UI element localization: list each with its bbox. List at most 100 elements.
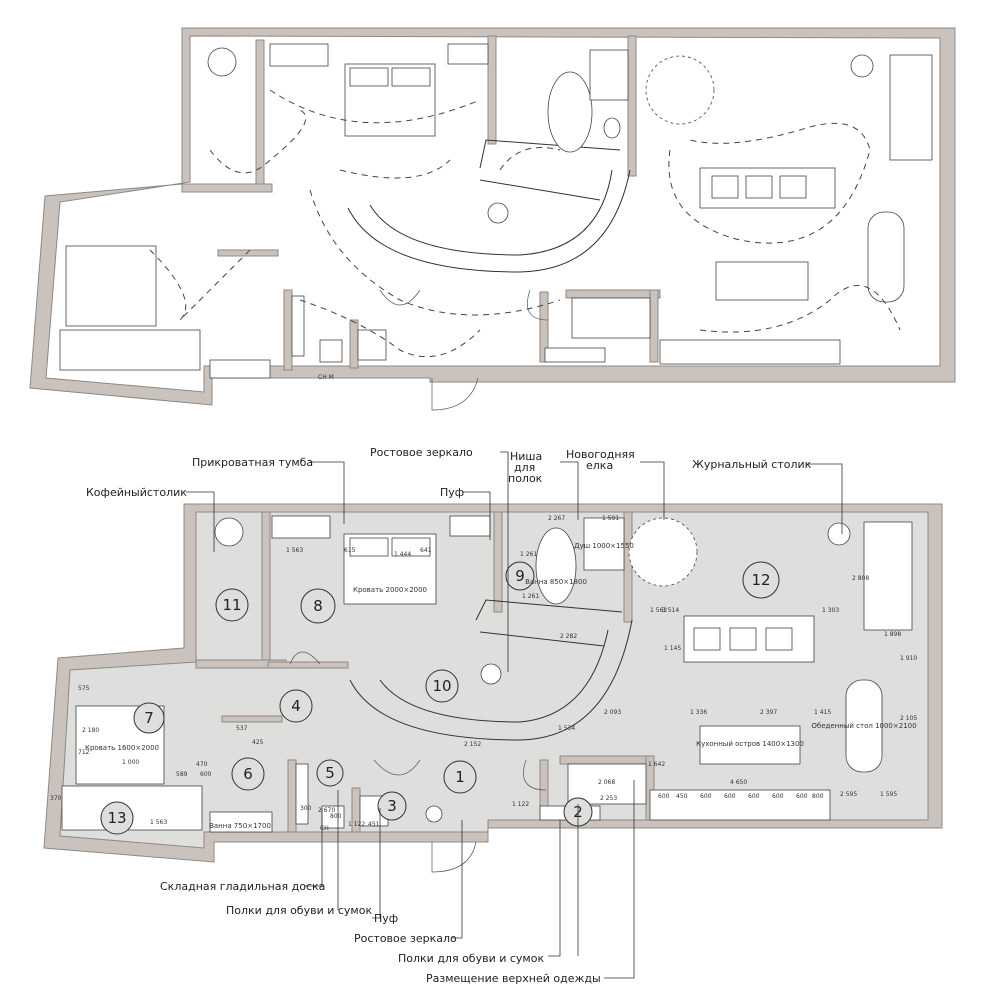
dimension-value: 615: [344, 547, 356, 554]
dimension-value: 1 563: [286, 547, 303, 554]
room-9-number: 9: [515, 567, 525, 585]
label-bed-main: Кровать 2000×2000: [353, 586, 427, 594]
dimension-value: 600: [200, 771, 212, 778]
room-13-marker: [100, 801, 134, 835]
dimension-value: 800: [330, 813, 342, 820]
callout-full-mirror-top: Ростовое зеркало: [370, 446, 473, 459]
dimension-value: 537: [236, 725, 248, 732]
dimension-value: 1 898: [884, 631, 901, 638]
room-4-number: 4: [291, 697, 301, 715]
top-door-swings: [379, 289, 549, 411]
dimension-value: 1 910: [900, 655, 917, 662]
label-bath-main: Ванна 850×1800: [525, 578, 587, 586]
dimension-value: 370: [50, 795, 62, 802]
dimension-value: 1 122: [512, 801, 529, 808]
callout-coffee-table-left: Кофейныйстолик: [86, 486, 187, 499]
room-13-number: 13: [107, 809, 126, 827]
top-curved-wall-outer: [347, 169, 631, 273]
dimension-value: 2 670: [318, 807, 335, 814]
dimension-value: 1 591: [602, 515, 619, 522]
dimension-value: 2 180: [82, 727, 99, 734]
dimension-value: 1 145: [664, 645, 681, 652]
top-kitchen-counter: [659, 339, 841, 365]
dimension-value: 1 000: [122, 759, 139, 766]
callout-pouf-top: Пуф: [440, 486, 464, 499]
dimension-value: 1 534: [558, 725, 575, 732]
room-1-number: 1: [455, 768, 465, 786]
callout-full-mirror-bottom: Ростовое зеркало: [354, 932, 457, 945]
callout-pouf-bottom: Пуф: [374, 912, 398, 925]
furniture-size-labels: Кровать 2000×2000 Ванна 850×1800 Душ 100…: [85, 542, 917, 830]
bottom-shower: [583, 517, 625, 571]
room-1-marker: [443, 760, 477, 794]
top-bed-guest: [65, 245, 157, 327]
dimension-value: 2 808: [852, 575, 869, 582]
dimension-value: СН: [320, 825, 329, 832]
callout-shoe-shelves-left: Полки для обуви и сумок: [226, 904, 372, 917]
dimension-value: 600: [796, 793, 808, 800]
dimension-value: 712: [78, 749, 90, 756]
room-10-marker: [425, 669, 459, 703]
room-11-number: 11: [222, 596, 241, 614]
room-11-marker: [215, 588, 249, 622]
room-7-number: 7: [144, 709, 154, 727]
bottom-kitchen-island: [699, 725, 801, 765]
dimension-value: 800: [812, 793, 824, 800]
room-8-marker: [300, 588, 336, 624]
label-kitchen-island: Кухонный остров 1400×1300: [696, 740, 804, 748]
top-sofa-right: [889, 54, 933, 161]
dimension-value: 2 105: [900, 715, 917, 722]
dimension-value: 2 282: [560, 633, 577, 640]
bottom-floor-plan: 1 2 3 4 5 6 7 8 9 10 11 12 13: [43, 503, 943, 873]
room-4-marker: [279, 689, 313, 723]
dimension-value: 641: [420, 547, 432, 554]
room-3-marker: [377, 791, 407, 821]
top-plant: [207, 47, 237, 77]
callout-outerwear: Размещение верхней одежды: [426, 972, 601, 985]
dimension-value: 589: [176, 771, 188, 778]
dimension-value: 2 595: [840, 791, 857, 798]
dimension-value: 300: [300, 805, 312, 812]
top-curved-wall-inner: [369, 169, 613, 256]
room-5-number: 5: [325, 764, 335, 782]
room-12-marker: [742, 561, 780, 599]
dimension-value: 4 650: [730, 779, 747, 786]
bottom-dining-table: [845, 679, 883, 773]
bottom-plant: [214, 517, 244, 547]
top-circulation-paths: [149, 89, 901, 358]
bottom-plan-outer-walls: [43, 503, 943, 863]
room-8-number: 8: [313, 597, 323, 615]
top-kitchen-island: [715, 261, 809, 301]
bottom-bathtub: [535, 527, 577, 605]
dimension-value: 600: [700, 793, 712, 800]
top-furniture: [59, 43, 933, 379]
top-interior-walls: [181, 35, 661, 371]
room-3-number: 3: [387, 797, 397, 815]
dimension-value: 2 397: [760, 709, 777, 716]
room-5-marker: [316, 759, 344, 787]
dimension-value: 425: [252, 739, 264, 746]
top-dining-table: [867, 211, 905, 303]
dimension-value: 3 514: [662, 607, 679, 614]
room-6-number: 6: [243, 765, 253, 783]
dimension-value: 600: [748, 793, 760, 800]
label-bath-guest: Ванна 750×1700: [209, 822, 271, 830]
dimension-value: 1 444: [394, 551, 411, 558]
callout-shoe-shelves-right: Полки для обуви и сумок: [398, 952, 544, 965]
bottom-interior-walls: [195, 511, 655, 833]
top-shower: [589, 49, 629, 101]
dimension-value: 451: [368, 821, 380, 828]
dimension-value: 1 415: [814, 709, 831, 716]
room-6-marker: [231, 757, 265, 791]
dimension-value: 1 122: [348, 821, 365, 828]
room-9-marker: [505, 561, 535, 591]
top-bathtub: [547, 71, 593, 153]
dimension-value: 1 303: [822, 607, 839, 614]
dimension-value: 2 267: [548, 515, 565, 522]
dimension-value: 2 152: [464, 741, 481, 748]
bottom-curved-wall-inner: [379, 629, 609, 723]
